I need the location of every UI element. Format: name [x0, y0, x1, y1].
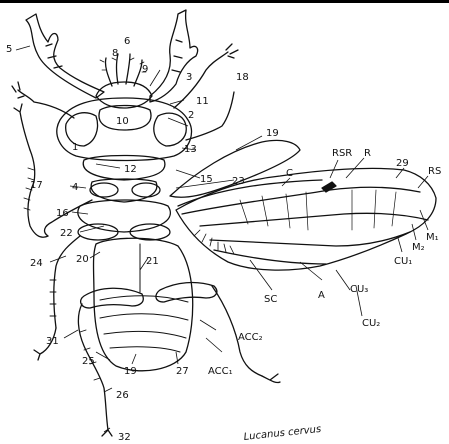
label-cu1: CU₁: [394, 256, 412, 267]
maxillary-palps: [105, 54, 142, 86]
label-8: 8: [112, 48, 118, 59]
label-5: 5: [6, 44, 12, 55]
head: [96, 82, 152, 108]
label-9: 9: [142, 64, 148, 75]
label-17: 17: [30, 180, 43, 191]
label-12: 12: [124, 164, 137, 175]
pronotum-right-lobe: [154, 113, 186, 146]
label-rs: RS: [428, 166, 441, 177]
label-m2: M₂: [412, 242, 425, 253]
label-23: 23: [232, 176, 245, 187]
fore-coxa-left: [90, 183, 118, 197]
label-cu2: CU₂: [362, 318, 380, 329]
label-21: 21: [146, 256, 159, 267]
label-4: 4: [72, 182, 78, 193]
right-mandible-teeth: [172, 40, 182, 72]
mid-leg-left-spines: [50, 280, 56, 316]
label-22: 22: [60, 228, 73, 239]
label-29: 29: [396, 158, 409, 169]
hind-coxa-left: [78, 224, 118, 240]
fore-tarsus-left: [14, 104, 30, 150]
label-3: 3: [186, 72, 192, 83]
wing-fold-lines: [240, 190, 396, 230]
label-6: 6: [124, 36, 130, 47]
labels: 5 6 8 9 3 18 11 2 10 1 13 19 12 17 4 15 …: [6, 36, 441, 443]
label-acc2: ACC₂: [238, 332, 263, 343]
label-32: 32: [118, 432, 131, 443]
label-18-top: 18: [236, 72, 249, 83]
label-rsr: RSR: [332, 148, 352, 159]
left-mandible-teeth: [46, 44, 62, 68]
wing-dark-spot: [322, 182, 336, 192]
label-m1: M₁: [426, 232, 439, 243]
pronotum-left-lobe: [66, 113, 98, 146]
hind-wing: [176, 168, 436, 270]
label-24: 24: [30, 258, 43, 269]
label-31: 31: [46, 336, 59, 347]
right-antenna-club: [226, 44, 238, 58]
wing-vein-cu: [210, 232, 410, 246]
hind-femur-right: [156, 283, 217, 302]
hind-tarsus-right: [262, 374, 280, 383]
label-c: C: [286, 168, 293, 179]
fore-leg-left-tibia: [28, 150, 48, 237]
label-20: 20: [76, 254, 89, 265]
metasternum: [78, 200, 171, 232]
hind-leg-left: [78, 304, 108, 430]
label-19-bottom: 19: [124, 366, 137, 377]
hind-tibia-right: [212, 286, 262, 376]
label-26: 26: [116, 390, 129, 401]
label-1: 1: [72, 142, 78, 153]
label-cu3: CU₃: [350, 284, 368, 295]
label-15: 15: [200, 174, 213, 185]
label-27: 27: [176, 366, 189, 377]
label-acc1: ACC₁: [208, 366, 233, 377]
label-2: 2: [188, 110, 194, 121]
left-mandible: [26, 14, 104, 98]
wing-vein-a: [214, 250, 326, 264]
label-10: 10: [116, 116, 129, 127]
label-sc: SC: [264, 294, 277, 305]
label-13: 13: [184, 144, 197, 155]
hind-tarsus-left: [102, 430, 112, 436]
label-a: A: [318, 290, 325, 301]
wing-vein-m: [200, 213, 428, 226]
label-16: 16: [56, 208, 69, 219]
label-19-top: 19: [266, 128, 279, 139]
label-25: 25: [82, 356, 95, 367]
figure-caption: Lucanus cervus: [243, 424, 322, 443]
label-11: 11: [196, 96, 209, 107]
mid-leg-left: [54, 236, 80, 328]
label-r: R: [364, 148, 371, 159]
